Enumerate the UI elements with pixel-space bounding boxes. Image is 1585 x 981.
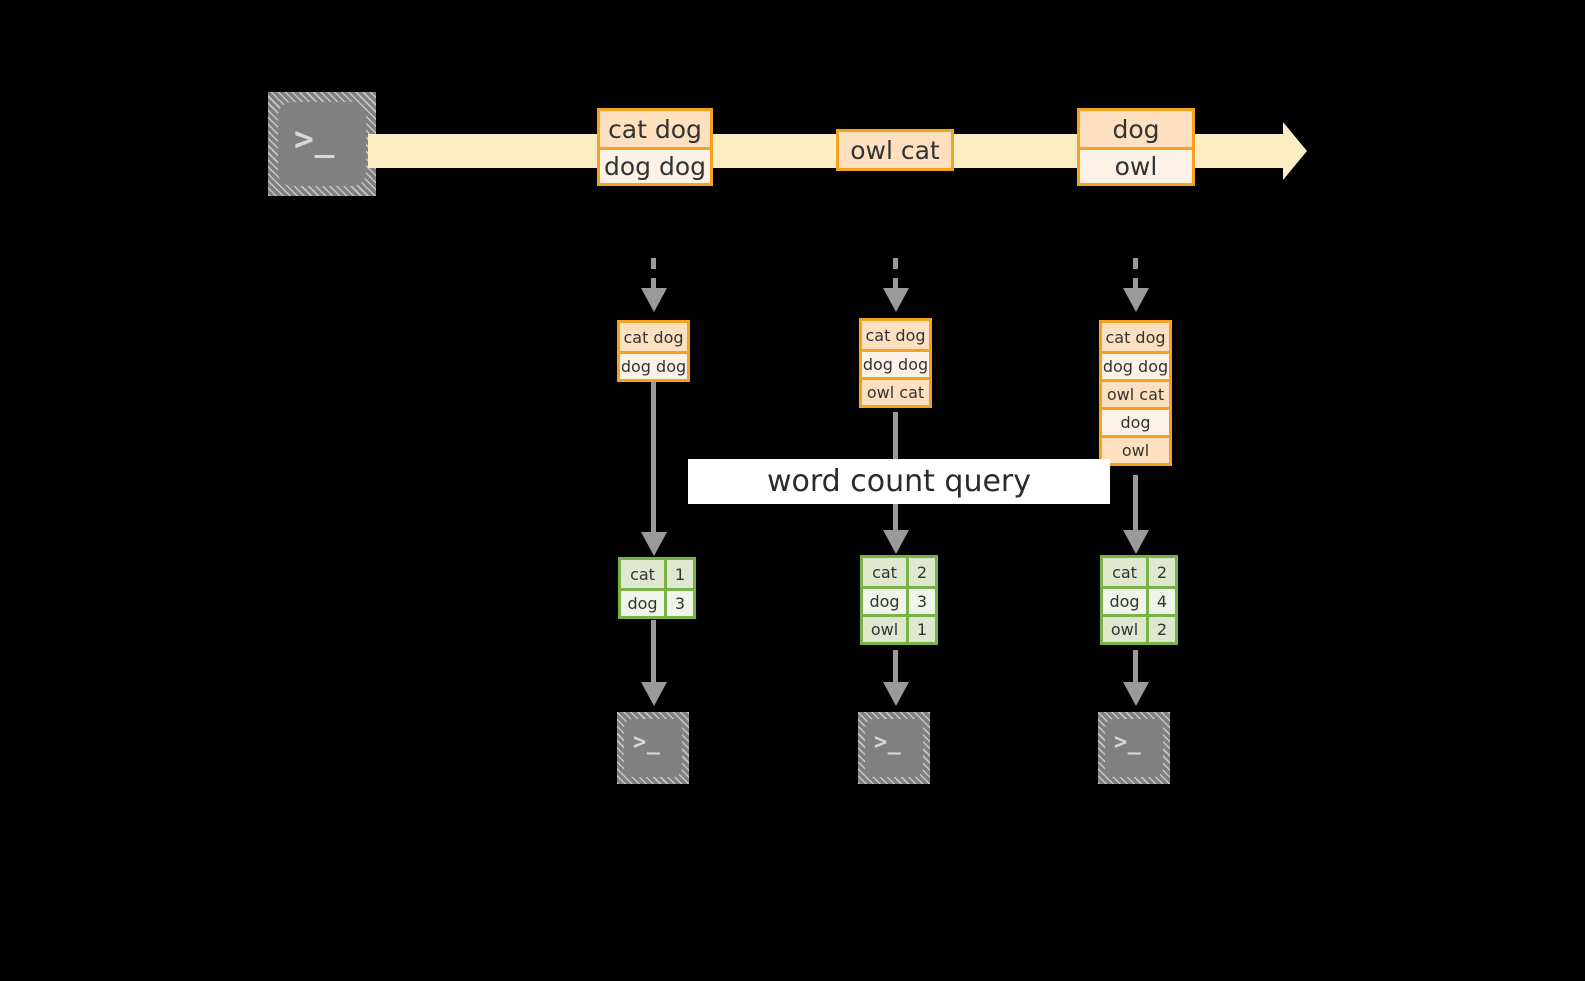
snapshot-3-input-box: cat dog dog dog owl cat dog owl xyxy=(1099,320,1172,466)
snapshot-3-result-arrow-icon xyxy=(1123,530,1149,554)
snapshot-3-dashed-connector xyxy=(1133,258,1138,288)
count-cell: 2 xyxy=(1149,558,1175,586)
snapshot-3-result-table: cat 2 dog 4 owl 2 xyxy=(1100,555,1178,645)
source-terminal-icon: >_ xyxy=(268,92,376,196)
count-cell: 4 xyxy=(1149,589,1175,614)
snapshot-1-sink-terminal-icon: >_ xyxy=(617,712,689,784)
table-row: dog 4 xyxy=(1103,586,1175,614)
word-cell: dog xyxy=(863,589,909,614)
input-line: owl cat xyxy=(862,377,929,405)
terminal-prompt-glyph: >_ xyxy=(1114,730,1142,755)
word-cell: dog xyxy=(1103,589,1149,614)
record-line: dog dog xyxy=(600,147,710,183)
count-cell: 3 xyxy=(667,591,693,616)
snapshot-2-dashed-connector xyxy=(893,258,898,288)
snapshot-2-input-box: cat dog dog dog owl cat xyxy=(859,318,932,408)
table-row: cat 1 xyxy=(621,560,693,588)
input-line: cat dog xyxy=(1102,323,1169,351)
record-line: cat dog xyxy=(600,111,710,147)
snapshot-1-result-table: cat 1 dog 3 xyxy=(618,557,696,619)
input-line: dog xyxy=(1102,407,1169,435)
terminal-prompt-glyph: >_ xyxy=(294,119,336,158)
input-line: owl cat xyxy=(1102,379,1169,407)
word-cell: cat xyxy=(863,558,909,586)
snapshot-2-result-arrow-icon xyxy=(883,530,909,554)
snapshot-3-query-connector xyxy=(1133,475,1138,530)
snapshot-3-output-arrow-icon xyxy=(1123,682,1149,706)
input-line: dog dog xyxy=(1102,351,1169,379)
terminal-prompt-glyph: >_ xyxy=(874,730,902,755)
table-row: owl 1 xyxy=(863,614,935,642)
snapshot-2-result-table: cat 2 dog 3 owl 1 xyxy=(860,555,938,645)
snapshot-3-output-connector xyxy=(1133,650,1138,682)
stream-arrow-head-icon xyxy=(1250,122,1307,180)
count-cell: 2 xyxy=(909,558,935,586)
snapshot-1-output-arrow-icon xyxy=(641,682,667,706)
snapshot-1-result-arrow-icon xyxy=(641,532,667,556)
input-line: owl xyxy=(1102,435,1169,463)
terminal-screen xyxy=(278,102,366,186)
snapshot-1-input-box: cat dog dog dog xyxy=(617,320,690,382)
table-row: dog 3 xyxy=(863,586,935,614)
stream-record-3: dog owl xyxy=(1077,108,1195,186)
terminal-screen xyxy=(865,719,923,777)
snapshot-3-sink-terminal-icon: >_ xyxy=(1098,712,1170,784)
snapshot-1-input-arrow-icon xyxy=(641,288,667,312)
input-line: dog dog xyxy=(862,349,929,377)
terminal-screen xyxy=(1105,719,1163,777)
count-cell: 2 xyxy=(1149,617,1175,642)
snapshot-2-output-connector xyxy=(893,650,898,682)
stream-record-1: cat dog dog dog xyxy=(597,108,713,186)
word-cell: cat xyxy=(621,560,667,588)
snapshot-2-input-arrow-icon xyxy=(883,288,909,312)
input-line: cat dog xyxy=(620,323,687,351)
table-row: cat 2 xyxy=(1103,558,1175,586)
table-row: owl 2 xyxy=(1103,614,1175,642)
count-cell: 1 xyxy=(667,560,693,588)
snapshot-1-query-connector xyxy=(651,382,656,532)
count-cell: 1 xyxy=(909,617,935,642)
word-cell: cat xyxy=(1103,558,1149,586)
word-cell: dog xyxy=(621,591,667,616)
record-line: owl cat xyxy=(839,132,951,168)
count-cell: 3 xyxy=(909,589,935,614)
snapshot-1-dashed-connector xyxy=(651,258,656,288)
word-cell: owl xyxy=(863,617,909,642)
snapshot-3-input-arrow-icon xyxy=(1123,288,1149,312)
input-line: cat dog xyxy=(862,321,929,349)
word-cell: owl xyxy=(1103,617,1149,642)
snapshot-2-sink-terminal-icon: >_ xyxy=(858,712,930,784)
record-line: dog xyxy=(1080,111,1192,147)
terminal-prompt-glyph: >_ xyxy=(633,730,661,755)
stream-record-2: owl cat xyxy=(836,129,954,171)
snapshot-1-output-connector xyxy=(651,620,656,682)
query-label: word count query xyxy=(688,459,1110,504)
snapshot-2-output-arrow-icon xyxy=(883,682,909,706)
table-row: cat 2 xyxy=(863,558,935,586)
table-row: dog 3 xyxy=(621,588,693,616)
record-line: owl xyxy=(1080,147,1192,183)
input-line: dog dog xyxy=(620,351,687,379)
terminal-screen xyxy=(624,719,682,777)
